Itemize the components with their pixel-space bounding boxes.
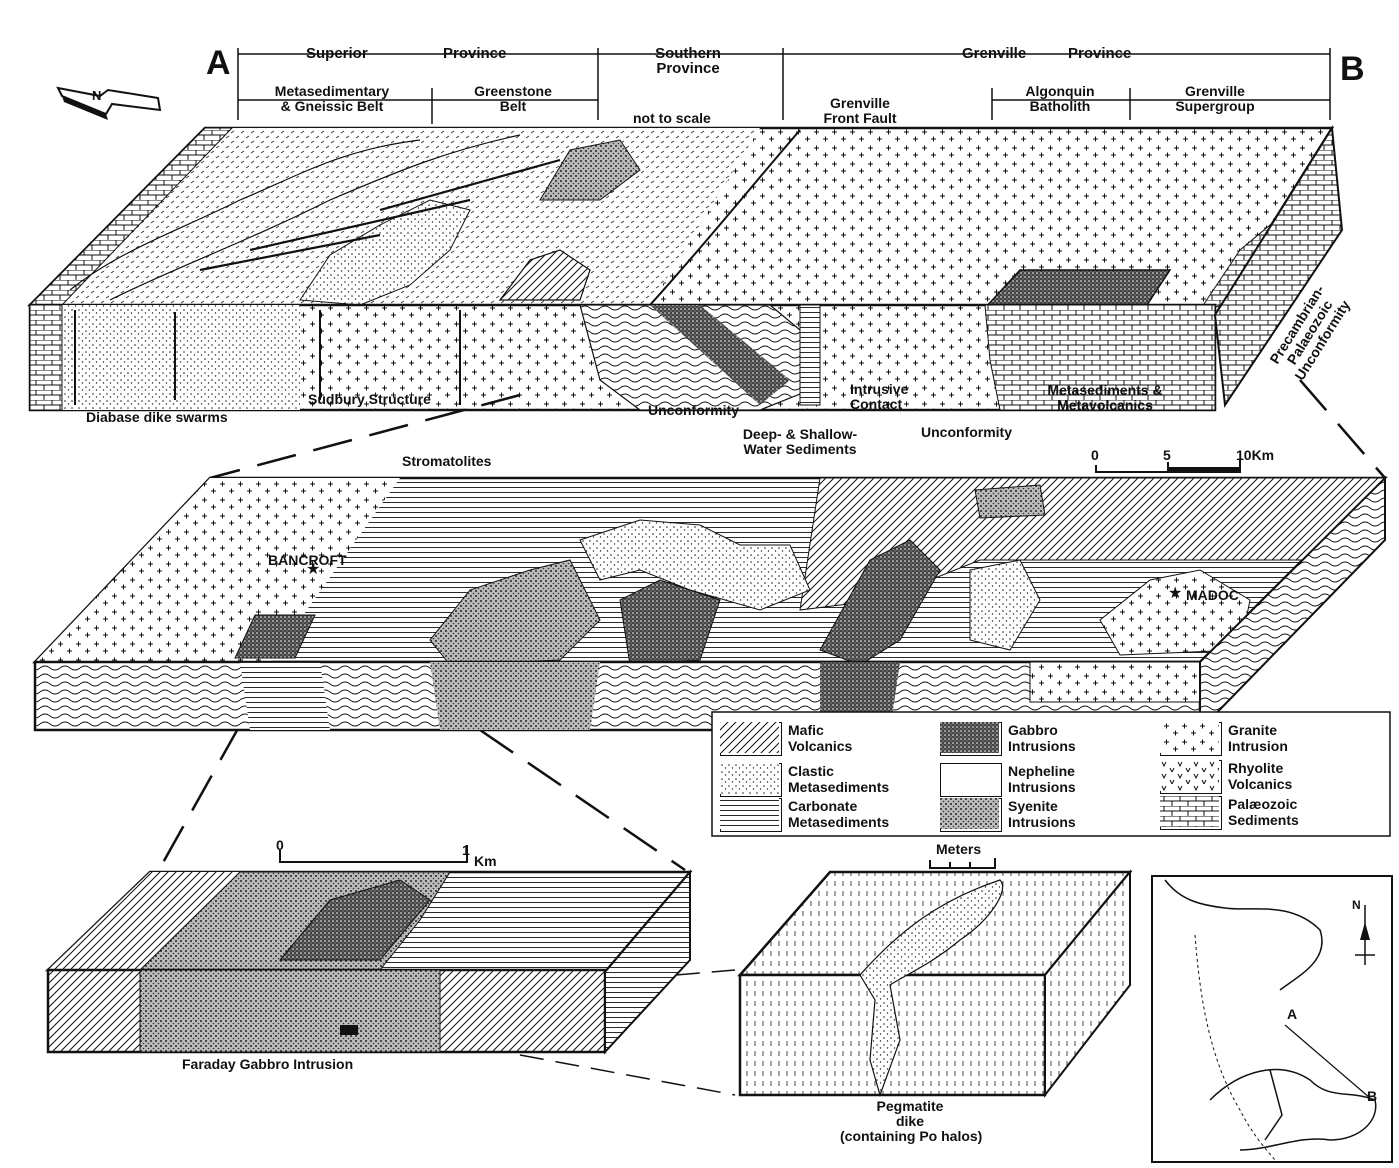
- legend-swatch-syenite: [940, 798, 1002, 832]
- middle-block: [32, 475, 1389, 733]
- faraday-gabbro-label: Faraday Gabbro Intrusion: [182, 1056, 354, 1072]
- north-arrow-label: N: [92, 88, 102, 103]
- province-label-superior: Province: [443, 45, 507, 62]
- index-point-b: B: [1367, 1088, 1378, 1104]
- metasediments-metavolcanics-label: Metasediments &Metavolcanics: [1047, 382, 1163, 413]
- sudbury-structure-label: Sudbury Structure: [308, 391, 431, 407]
- madoc-star-icon: ★: [1168, 585, 1183, 602]
- madoc-label: MADOC: [1186, 587, 1239, 603]
- index-point-a: A: [1287, 1006, 1298, 1022]
- km-scale-unit: Km: [474, 853, 497, 869]
- top-block: [27, 124, 1344, 412]
- diabase-dike-label: Diabase dike swarms: [86, 409, 228, 425]
- stromatolites-label: Stromatolites: [402, 453, 492, 469]
- km-scale-one: 1: [462, 842, 470, 858]
- km-scale-zero: 0: [276, 837, 284, 853]
- legend-swatch-carbonate: [720, 798, 782, 832]
- legend-swatch-gabbro: [940, 722, 1002, 756]
- unconformity-label-1: Unconformity: [648, 402, 739, 418]
- index-north-label: N: [1352, 898, 1361, 912]
- legend-swatch-clastic: [720, 763, 782, 797]
- unconformity-label-2: Unconformity: [921, 424, 1012, 440]
- scale-bar-10km: [1095, 460, 1241, 473]
- index-map: [1151, 875, 1393, 1163]
- connector-lines: [158, 379, 1386, 1096]
- not-to-scale-label: not to scale: [633, 110, 711, 126]
- scale-five-label: 5: [1163, 447, 1171, 463]
- faraday-block: [44, 869, 693, 1055]
- legend-swatch-granite: [1160, 722, 1222, 756]
- metasedimentary-belt-label: Metasedimentary& Gneissic Belt: [274, 83, 390, 114]
- grenville-label: Grenville: [962, 45, 1027, 62]
- province-brackets: [237, 48, 1331, 124]
- legend-swatch-palaeozoic: [1160, 796, 1222, 830]
- scale-zero-label: 0: [1091, 447, 1099, 463]
- legend-frame: [711, 711, 1391, 837]
- scale-bar-km-lower: [279, 845, 468, 863]
- bancroft-label: BANCROFT: [268, 552, 347, 568]
- legend-swatch-rhyolite: [1160, 760, 1222, 794]
- bancroft-star-icon: ★: [306, 561, 321, 578]
- deep-shallow-sediments-label: Deep- & Shallow-Water Sediments: [742, 426, 858, 457]
- legend-swatch-mafic: [720, 722, 782, 756]
- superior-label: Superior: [306, 45, 368, 62]
- section-letter-b: B: [1340, 50, 1365, 88]
- province-label-grenville: Province: [1068, 45, 1132, 62]
- pegmatite-block: [737, 869, 1133, 1098]
- legend-swatch-nepheline: [940, 763, 1002, 797]
- scale-bar-meters: [929, 858, 996, 869]
- north-arrow-icon: [56, 86, 162, 120]
- section-letter-a: A: [206, 44, 231, 82]
- scale-ten-label: 10Km: [1236, 447, 1275, 463]
- meters-scale-label: Meters: [936, 841, 982, 857]
